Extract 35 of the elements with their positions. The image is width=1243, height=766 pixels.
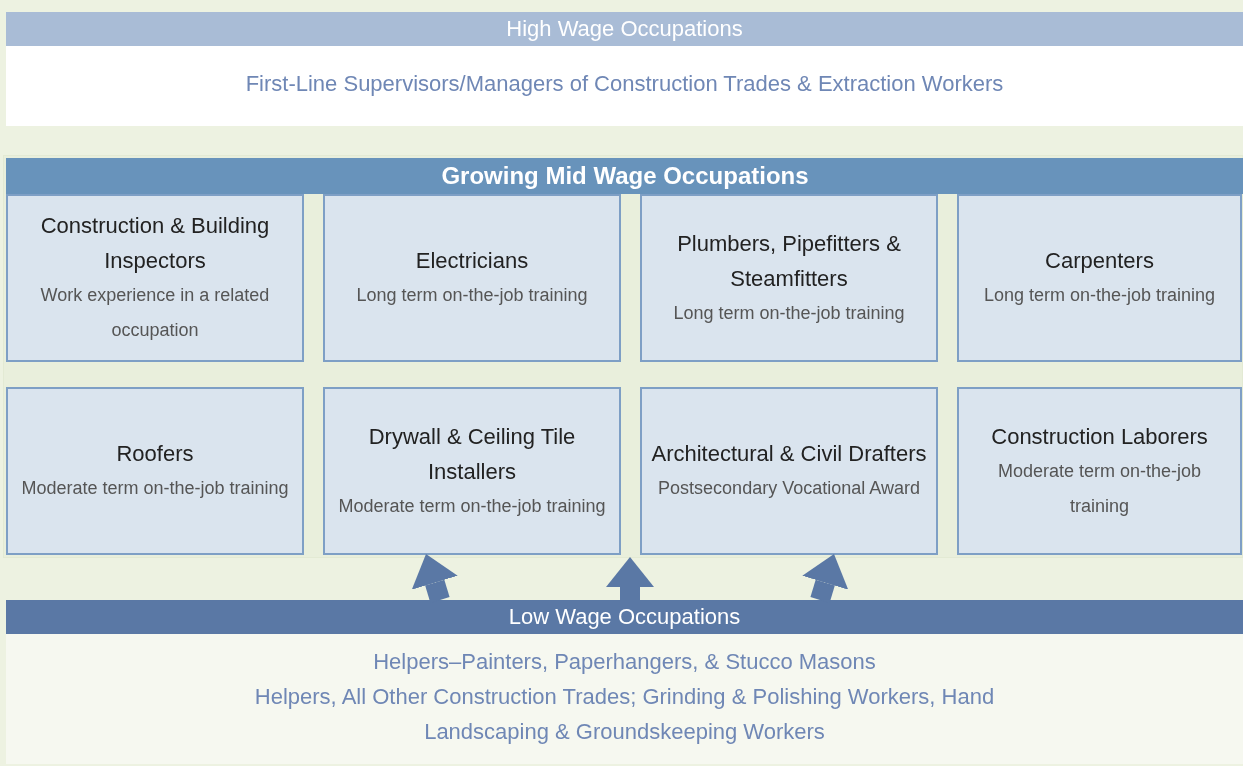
occupation-title: Construction & Building Inspectors [39,212,271,275]
band-header: Low Wage Occupations [6,600,1243,634]
group-header: Growing Mid Wage Occupations [6,158,1243,194]
training-text: Work experience in a related occupation [39,284,271,342]
occupation-box [957,194,1242,362]
occupation-box [640,387,938,555]
arrow [606,557,654,600]
occupation-box [640,194,938,362]
arrow [802,554,849,603]
occupation-text: Helpers–Painters, Paperhangers, & Stucco Masons [373,648,876,676]
group-panel [3,155,1243,558]
training-text: Postsecondary Vocational Award [658,477,920,500]
occupation-title: Carpenters [1045,247,1154,275]
occupation-box [957,387,1242,555]
band-header: High Wage Occupations [6,12,1243,46]
occupation-text: Landscaping & Groundskeeping Workers [424,718,825,746]
training-text: Moderate term on-the-job training [996,459,1203,518]
occupation-title: Architectural & Civil Drafters [651,440,927,468]
occupation-title: Plumbers, Pipefitters & Steamfitters [676,229,902,293]
occupation-box [323,194,621,362]
occupation-box [6,194,304,362]
occupation-box [6,387,304,555]
occupation-title: Electricians [415,247,529,275]
occupation-text: Helpers, All Other Construction Trades; Grinding & Polishing Workers, Hand [254,683,995,711]
occupation-title: Roofers [116,440,194,468]
arrow [411,554,458,603]
occupation-title: Construction Laborers [991,422,1208,451]
occupation-box [323,387,621,555]
training-text: Long term on-the-job training [983,284,1216,307]
training-text: Moderate term on-the-job training [338,494,606,518]
occupation-title: Drywall & Ceiling Tile Installers [367,422,577,486]
training-text: Long term on-the-job training [673,301,905,325]
training-text: Moderate term on-the-job training [21,477,289,500]
occupation-text: First-Line Supervisors/Managers of Construction Trades & Extraction Workers [245,70,1004,98]
training-text: Long term on-the-job training [356,284,588,307]
